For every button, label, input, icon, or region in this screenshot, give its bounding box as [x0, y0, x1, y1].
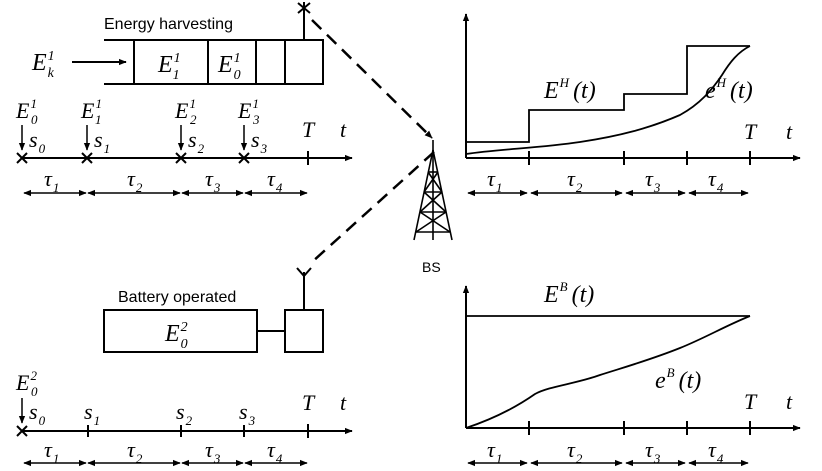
- battery-time-axis-label: t: [786, 389, 793, 414]
- battery-plot-axes: [462, 285, 801, 435]
- transmitter-box-top: [284, 39, 324, 85]
- arrival-markers-top: [16, 152, 250, 164]
- battery-box: [103, 309, 258, 353]
- arrival-arrows-top: [18, 125, 248, 151]
- harvesting-plot-axes: [462, 13, 801, 165]
- slot-label-bottom-0: s0: [29, 399, 46, 428]
- harvesting-interval-label-4: τ4: [708, 166, 724, 195]
- interval-label-bottom-4: τ4: [267, 437, 283, 466]
- time-axis-label-bottom: t: [340, 390, 347, 415]
- energy-buffer: [104, 39, 285, 85]
- slot-label-top-2: s2: [188, 127, 205, 156]
- battery-end-time-label: T: [744, 389, 758, 414]
- harvested-energy-label: EH(t): [543, 75, 596, 104]
- slot-label-bottom-1: s1: [84, 399, 100, 428]
- harvesting-interval-label-1: τ1: [487, 166, 502, 195]
- battery-interval-label-2: τ2: [567, 437, 583, 466]
- slot-label-top-3: s3: [251, 127, 268, 156]
- base-station-label: BS: [422, 259, 441, 275]
- interval-label-top-2: τ2: [127, 166, 143, 195]
- battery-interval-label-1: τ1: [487, 437, 502, 466]
- harvested-energy-staircase: [466, 45, 750, 143]
- end-time-label-top: T: [302, 117, 316, 142]
- time-axis-label-top: t: [340, 117, 347, 142]
- tower-icon: [413, 140, 453, 241]
- battery-interval-label-4: τ4: [708, 437, 724, 466]
- harvesting-consumption-curve: [465, 45, 751, 155]
- slot-label-bottom-2: s2: [176, 399, 193, 428]
- harvesting-end-time-label: T: [744, 119, 758, 144]
- harvesting-interval-label-2: τ2: [567, 166, 583, 195]
- interval-label-bottom-2: τ2: [127, 437, 143, 466]
- uplink-bottom: [311, 151, 435, 263]
- interval-label-top-3: τ3: [205, 166, 221, 195]
- uplink-top: [311, 19, 433, 139]
- harvesting-interval-label-3: τ3: [645, 166, 661, 195]
- antenna-icon-bottom: [296, 267, 312, 310]
- timeline-bottom: [16, 398, 353, 438]
- interval-label-top-4: τ4: [267, 166, 283, 195]
- transmitter-box-bottom: [284, 309, 324, 353]
- battery-consumption-label: eB(t): [655, 365, 701, 394]
- antenna-icon-top: [297, 2, 311, 40]
- interval-label-bottom-3: τ3: [205, 437, 221, 466]
- interval-label-bottom-1: τ1: [44, 437, 59, 466]
- interval-label-top-1: τ1: [44, 166, 59, 195]
- slot-label-top-0: s0: [29, 127, 46, 156]
- harvesting-consumption-label: eH(t): [705, 75, 753, 104]
- end-time-label-bottom: T: [302, 390, 316, 415]
- battery-consumption-curve: [465, 315, 751, 429]
- slot-label-top-1: s1: [94, 127, 110, 156]
- energy-harvesting-title: Energy harvesting: [104, 16, 233, 33]
- harvesting-time-axis-label: t: [786, 119, 793, 144]
- battery-operated-title: Battery operated: [118, 289, 236, 306]
- slot-label-bottom-3: s3: [239, 399, 256, 428]
- battery-interval-label-3: τ3: [645, 437, 661, 466]
- battery-energy-level-label: EB(t): [543, 279, 594, 308]
- timeline-top: [22, 151, 353, 165]
